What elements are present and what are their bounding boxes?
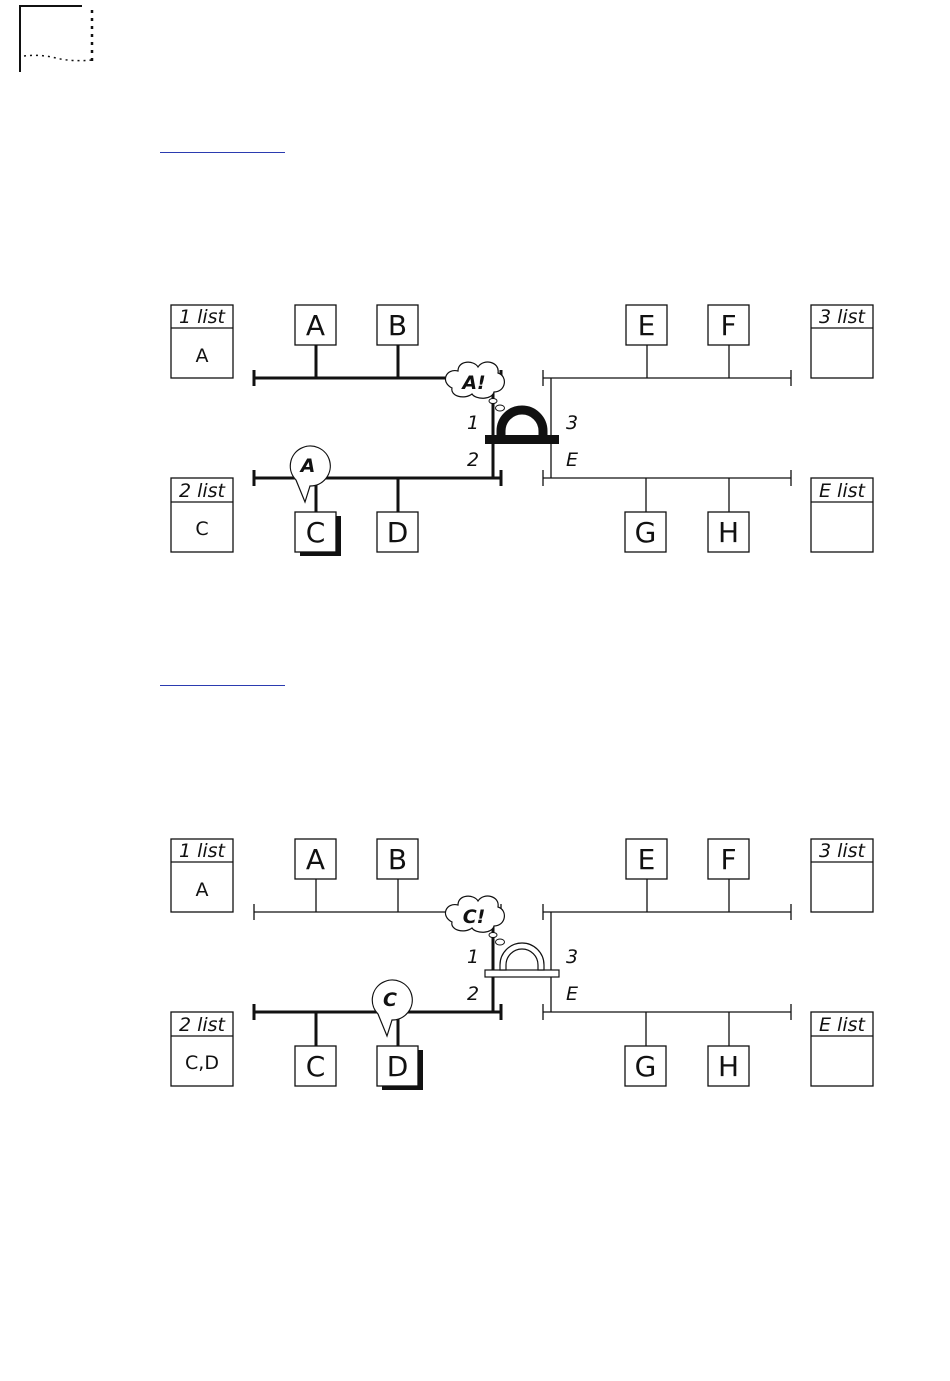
node-a[interactable]: A (295, 305, 336, 345)
list-1-value: A (196, 879, 209, 901)
node-e-label: E (638, 843, 656, 876)
node-g[interactable]: G (625, 1046, 666, 1086)
speech-bubble: A (290, 446, 330, 502)
node-h-label: H (718, 1050, 739, 1083)
link-underline-1[interactable] (160, 152, 285, 153)
node-c-label: C (306, 1050, 326, 1083)
node-e[interactable]: E (626, 305, 667, 345)
node-c[interactable]: C (295, 512, 341, 556)
list-box-2: 2 list C,D (171, 1012, 233, 1086)
port-e-label: E (566, 983, 578, 1005)
think-bubble-text: C! (463, 906, 486, 928)
node-b[interactable]: B (377, 305, 418, 345)
list-e-title: E list (819, 1014, 867, 1036)
node-h-label: H (718, 516, 739, 549)
node-d[interactable]: D (377, 1046, 423, 1090)
list-box-1: 1 list A (171, 305, 233, 378)
bridge-inactive (485, 943, 559, 977)
list-box-e: E list (811, 1012, 873, 1086)
node-h[interactable]: H (708, 512, 749, 552)
list-1-title: 1 list (179, 840, 227, 862)
node-h[interactable]: H (708, 1046, 749, 1086)
port-3-label: 3 (566, 412, 578, 434)
think-bubble-text: A! (460, 372, 485, 394)
list-2-value: C (195, 518, 208, 540)
node-g[interactable]: G (625, 512, 666, 552)
node-d-label: D (387, 516, 409, 549)
list-box-3: 3 list (811, 305, 873, 378)
node-a-label: A (306, 309, 325, 342)
port-3-label: 3 (566, 946, 578, 968)
lan-segment-3 (543, 879, 791, 974)
lan-segment-e (543, 440, 791, 512)
list-3-title: 3 list (819, 840, 867, 862)
port-2-label: 2 (467, 449, 479, 471)
node-b-label: B (388, 843, 407, 876)
node-g-label: G (635, 516, 657, 549)
list-e-title: E list (819, 480, 867, 502)
node-a[interactable]: A (295, 839, 336, 879)
bridge-diagram-2: 1 list A 2 list C,D 3 list E list (0, 834, 950, 1096)
node-b[interactable]: B (377, 839, 418, 879)
list-box-2: 2 list C (171, 478, 233, 552)
list-box-e: E list (811, 478, 873, 552)
bridge-diagram-1: 1 list A 2 list C 3 list E list (0, 300, 950, 562)
speech-bubble: C (372, 980, 412, 1036)
bridge-active (485, 410, 559, 444)
node-b-label: B (388, 309, 407, 342)
link-underline-2[interactable] (160, 685, 285, 686)
page-corner-mark (0, 0, 100, 80)
node-f[interactable]: F (708, 839, 749, 879)
speech-bubble-text: A (299, 455, 316, 477)
node-g-label: G (635, 1050, 657, 1083)
node-c-label: C (306, 516, 326, 549)
port-e-label: E (566, 449, 578, 471)
node-a-label: A (306, 843, 325, 876)
lan-segment-3 (543, 345, 791, 440)
list-box-3: 3 list (811, 839, 873, 912)
think-bubble: A! (445, 362, 504, 411)
node-d-label: D (387, 1050, 409, 1083)
node-e-label: E (638, 309, 656, 342)
list-2-value: C,D (185, 1052, 219, 1074)
port-1-label: 1 (467, 412, 479, 434)
list-2-title: 2 list (179, 1014, 227, 1036)
port-1-label: 1 (467, 946, 479, 968)
node-f-label: F (720, 309, 736, 342)
list-2-title: 2 list (179, 480, 227, 502)
list-box-1: 1 list A (171, 839, 233, 912)
list-3-title: 3 list (819, 306, 867, 328)
think-bubble: C! (445, 896, 504, 945)
lan-segment-e (543, 974, 791, 1046)
node-e[interactable]: E (626, 839, 667, 879)
node-f[interactable]: F (708, 305, 749, 345)
node-f-label: F (720, 843, 736, 876)
node-c[interactable]: C (295, 1046, 336, 1086)
lan-segment-2 (254, 440, 501, 512)
list-1-value: A (196, 345, 209, 367)
node-d[interactable]: D (377, 512, 418, 552)
speech-bubble-text: C (383, 989, 397, 1011)
list-1-title: 1 list (179, 306, 227, 328)
port-2-label: 2 (467, 983, 479, 1005)
